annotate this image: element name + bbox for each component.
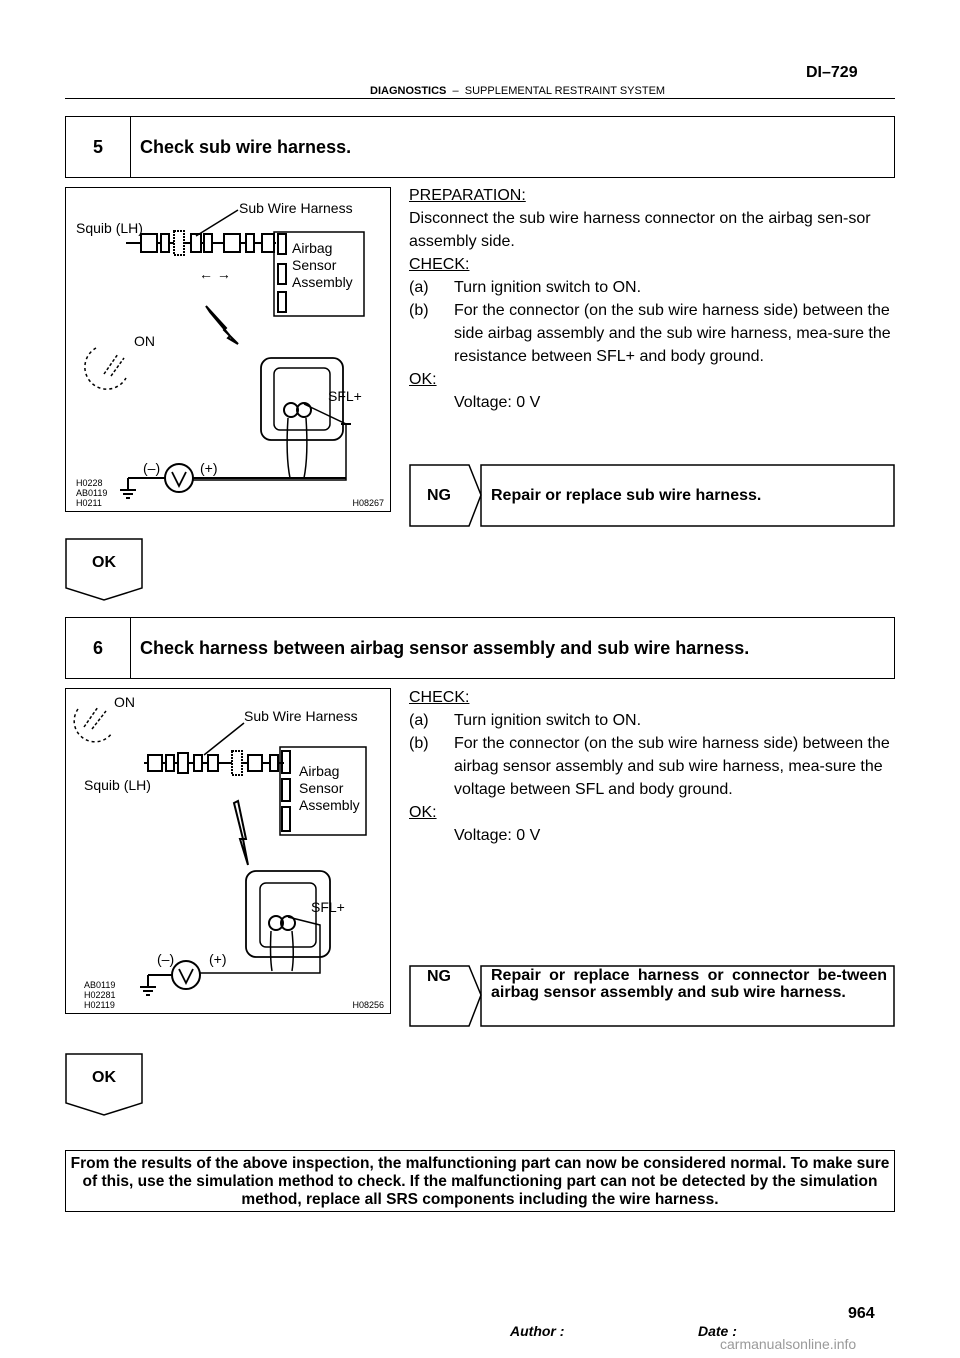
- item-tag: (b): [409, 735, 429, 752]
- item-tag: (a): [409, 712, 429, 729]
- ng-flow-step-6: NG Repair or replace harness or connecto…: [409, 965, 895, 1027]
- label-line: Sensor: [299, 780, 344, 796]
- step-number: 6: [66, 618, 131, 678]
- label-sub-wire-harness: Sub Wire Harness: [244, 708, 358, 724]
- code: AB0119: [76, 488, 108, 498]
- ng-flow-step-5: NG Repair or replace sub wire harness.: [409, 464, 895, 527]
- check-item: (b) For the connector (on the sub wire ha…: [409, 732, 895, 801]
- ok-heading: OK:: [409, 804, 437, 821]
- ng-action: Repair or replace harness or connector b…: [491, 967, 887, 1001]
- step-5-header: 5 Check sub wire harness.: [65, 116, 895, 178]
- label-sfl: SFL+: [328, 388, 362, 404]
- check-heading: CHECK:: [409, 689, 470, 706]
- step-6-header: 6 Check harness between airbag sensor as…: [65, 617, 895, 679]
- ng-label: NG: [427, 486, 451, 504]
- item-text: Turn ignition switch to ON.: [454, 712, 642, 729]
- label-plus: (+): [209, 951, 227, 967]
- ok-value: Voltage: 0 V: [454, 394, 541, 411]
- preparation-text: Disconnect the sub wire harness connecto…: [409, 210, 871, 250]
- wiring-diagram: [84, 209, 365, 499]
- check-item: (a) Turn ignition switch to ON.: [409, 709, 895, 732]
- ok-arrow-frame: [65, 1053, 143, 1116]
- figure-codes-left: AB0119 H02281 H02119: [84, 980, 116, 1010]
- label-squib: Squib (LH): [84, 777, 151, 793]
- code: AB0119: [84, 980, 116, 990]
- preparation-heading: PREPARATION:: [409, 187, 526, 204]
- figure-step-5: Sub Wire Harness Squib (LH) Airbag Senso…: [65, 187, 391, 512]
- section-bold: DIAGNOSTICS: [370, 85, 447, 97]
- step-5-text: PREPARATION: Disconnect the sub wire har…: [409, 184, 895, 414]
- figure-code-right: H08256: [352, 1000, 384, 1010]
- step-title: Check harness between airbag sensor asse…: [140, 637, 750, 658]
- label-squib: Squib (LH): [76, 220, 143, 236]
- label-on: ON: [134, 333, 155, 349]
- figure-step-6: ON Sub Wire Harness Squib (LH) Airbag Se…: [65, 688, 391, 1014]
- code: H02119: [84, 1000, 115, 1010]
- check-heading: CHECK:: [409, 256, 470, 273]
- code: H0211: [76, 498, 102, 508]
- label-line: Sensor: [292, 257, 337, 273]
- step-title: Check sub wire harness.: [140, 136, 352, 157]
- ng-label: NG: [427, 968, 451, 985]
- ok-label: OK: [92, 554, 116, 571]
- label-line: Airbag: [299, 763, 340, 779]
- date-label: Date :: [698, 1323, 737, 1339]
- ng-action: Repair or replace sub wire harness.: [491, 487, 762, 504]
- label-line: Assembly: [299, 797, 360, 813]
- ng-arrow-frame: [409, 464, 895, 527]
- ok-arrow-frame: [65, 538, 143, 601]
- step-6-text: CHECK: (a) Turn ignition switch to ON. (b…: [409, 686, 895, 847]
- figure-code-right: H08267: [352, 498, 384, 508]
- label-line: Airbag: [292, 240, 333, 256]
- label-minus: (–): [157, 951, 175, 967]
- label-sfl: SFL+: [311, 899, 345, 915]
- label-line: Assembly: [292, 274, 353, 290]
- section-header: DIAGNOSTICS – SUPPLEMENTAL RESTRAINT SYS…: [370, 85, 665, 97]
- check-item: (b) For the connector (on the sub wire ha…: [409, 299, 895, 368]
- section-rest: SUPPLEMENTAL RESTRAINT SYSTEM: [464, 85, 666, 97]
- wiring-diagram: [73, 706, 367, 996]
- label-on: ON: [114, 694, 135, 710]
- item-text: For the connector (on the sub wire harne…: [454, 302, 891, 365]
- step-number: 5: [66, 117, 131, 177]
- author-label: Author :: [510, 1323, 565, 1339]
- figure-codes-left: H0228 AB0119 H0211: [76, 478, 107, 508]
- conclusion-box: From the results of the above inspection…: [65, 1150, 895, 1212]
- ok-flow-step-6: OK: [65, 1053, 143, 1117]
- code: H0228: [76, 478, 103, 488]
- ng-arrow-frame: [409, 965, 895, 1027]
- label-minus: (–): [143, 460, 161, 476]
- check-item: (a) Turn ignition switch to ON.: [409, 276, 895, 299]
- header-rule: [65, 98, 895, 99]
- label-sub-wire-harness: Sub Wire Harness: [239, 200, 353, 216]
- watermark: carmanualsonline.info: [720, 1336, 857, 1352]
- item-tag: (a): [409, 279, 429, 296]
- code: H02281: [84, 990, 116, 1000]
- label-airbag-sensor: Airbag Sensor Assembly: [299, 763, 360, 814]
- item-tag: (b): [409, 302, 429, 319]
- item-text: Turn ignition switch to ON.: [454, 279, 642, 296]
- ok-heading: OK:: [409, 371, 437, 388]
- ok-value: Voltage: 0 V: [454, 827, 541, 844]
- item-text: For the connector (on the sub wire harne…: [454, 735, 890, 798]
- ok-flow-step-5: OK: [65, 538, 143, 602]
- section-dash: –: [452, 85, 459, 97]
- label-airbag-sensor: Airbag Sensor Assembly: [292, 240, 353, 291]
- page-code: DI–729: [806, 64, 858, 81]
- label-arrows: ← →: [199, 266, 231, 282]
- page-number: 964: [848, 1305, 875, 1322]
- ok-label: OK: [92, 1069, 116, 1086]
- label-plus: (+): [200, 460, 218, 476]
